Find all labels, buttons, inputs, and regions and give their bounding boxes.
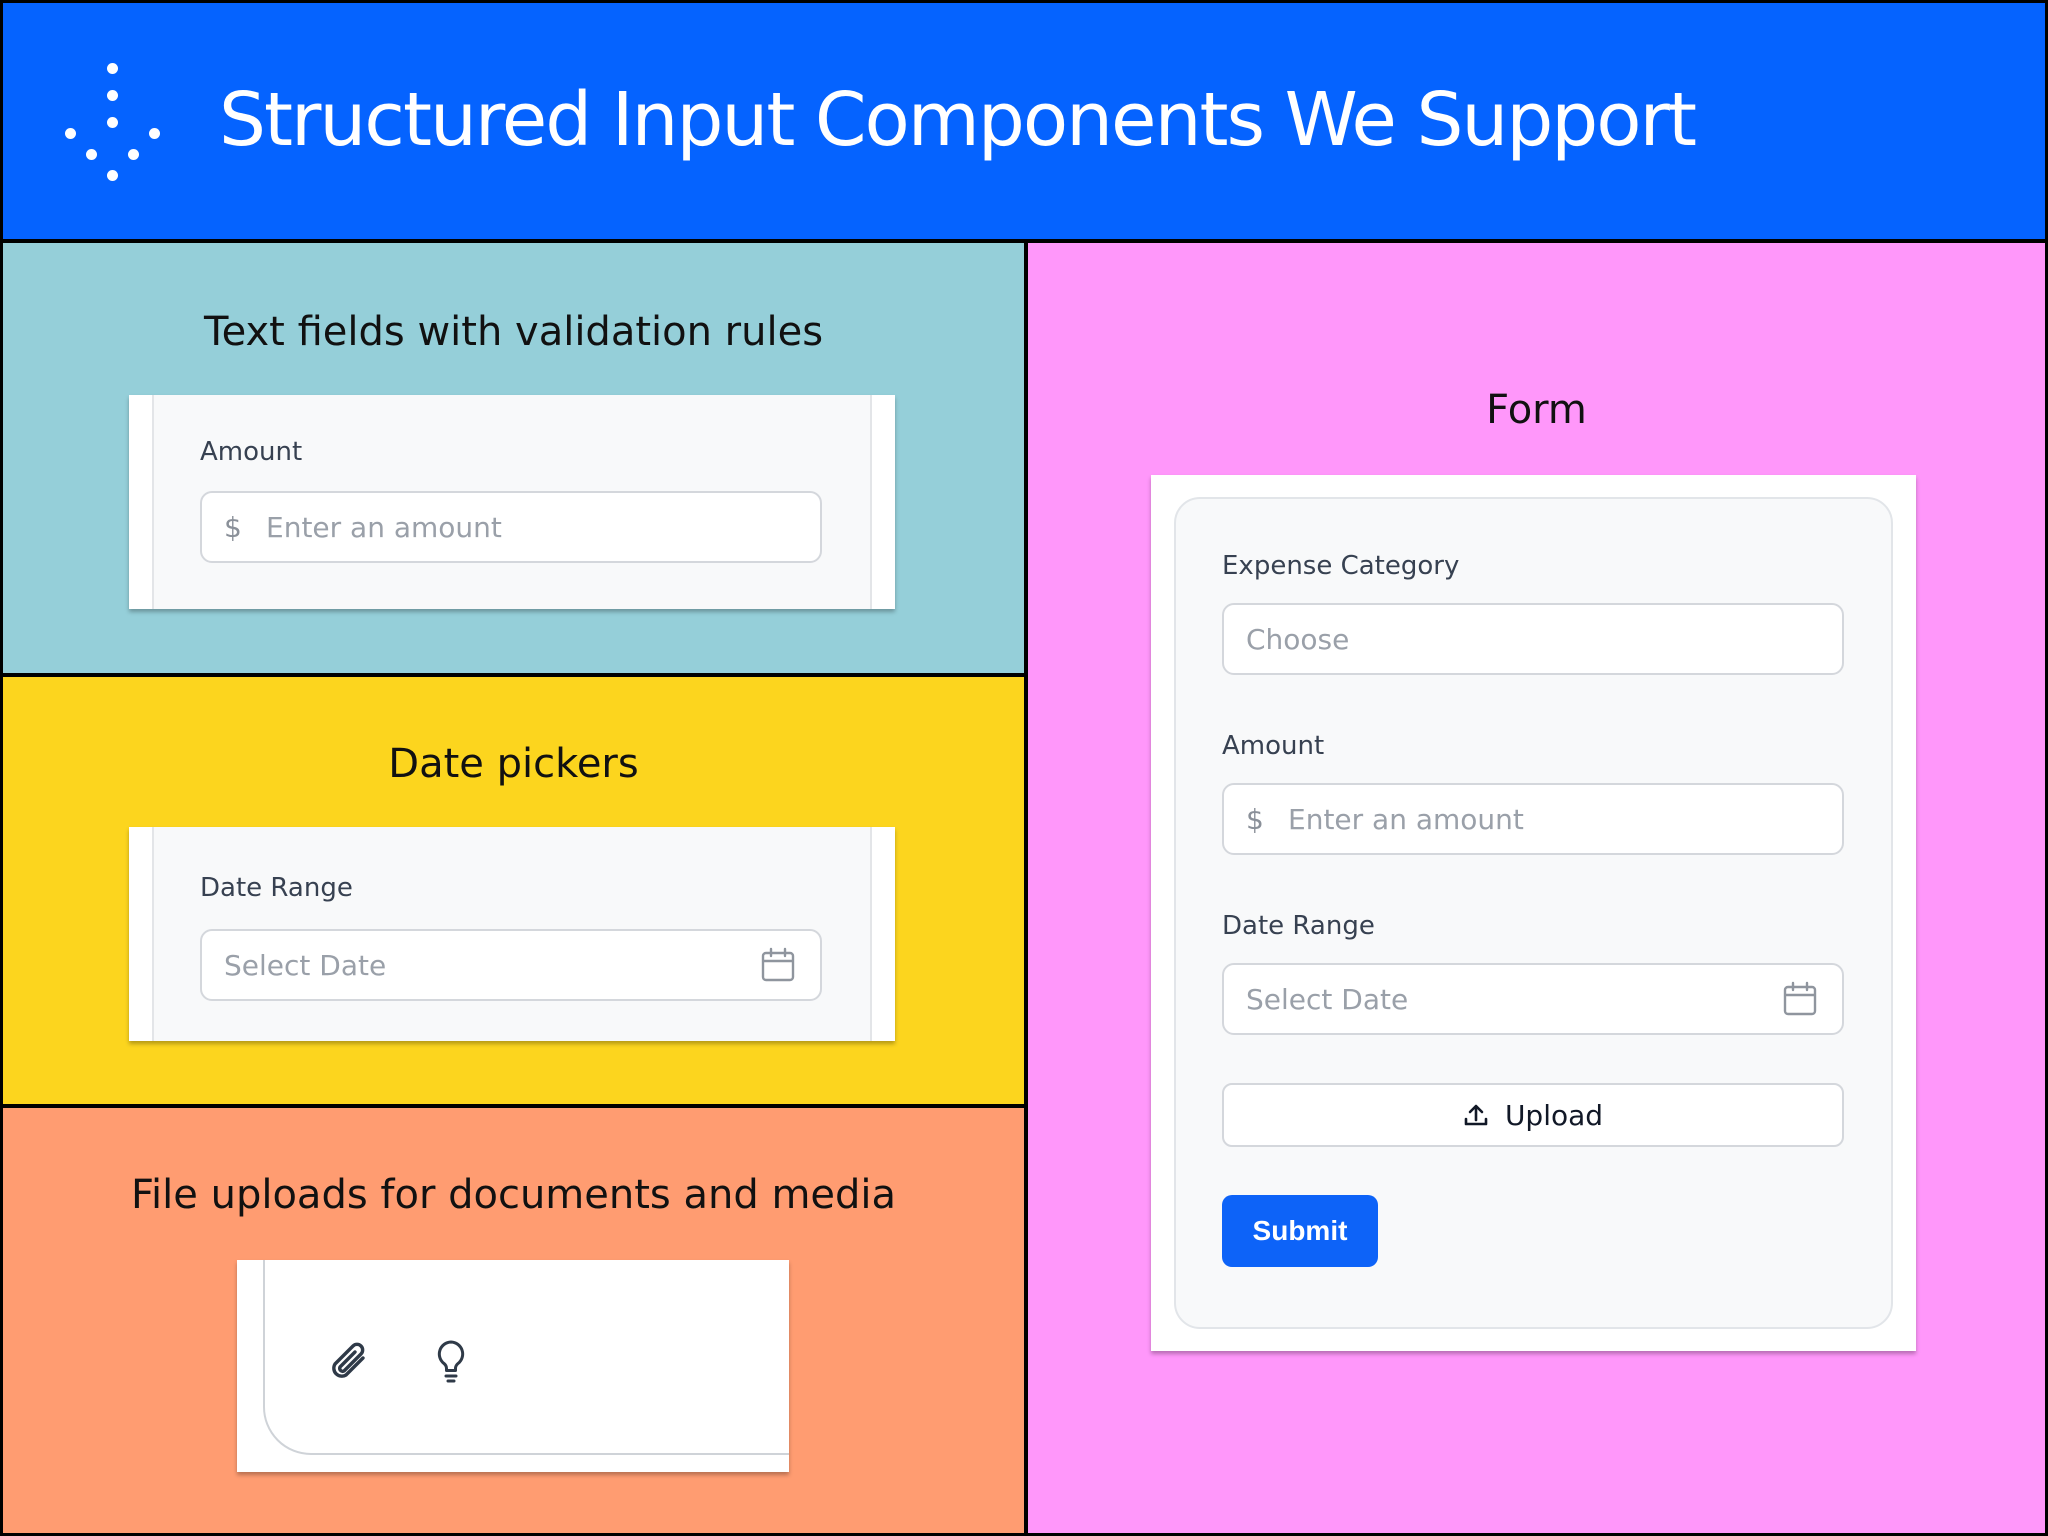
form-amount-label: Amount (1222, 731, 1325, 761)
expense-category-placeholder: Choose (1246, 622, 1350, 656)
dollar-prefix: $ (224, 510, 242, 544)
amount-field-card-body: Amount $ Enter an amount (152, 395, 872, 609)
submit-button[interactable]: Submit (1222, 1195, 1378, 1267)
date-placeholder: Select Date (224, 948, 387, 982)
file-uploads-panel: File uploads for documents and media (3, 1108, 1024, 1533)
upload-icon (1464, 1104, 1488, 1126)
expense-category-label: Expense Category (1222, 551, 1460, 581)
page-title: Structured Input Components We Support (219, 77, 1697, 163)
expense-category-select[interactable]: Choose (1222, 603, 1844, 675)
text-fields-panel: Text fields with validation rules Amount… (3, 243, 1024, 673)
paperclip-icon[interactable] (325, 1336, 373, 1388)
form-title: Form (1486, 387, 1587, 433)
file-upload-card (237, 1260, 789, 1472)
amount-field-card: Amount $ Enter an amount (129, 395, 895, 609)
calendar-icon[interactable] (760, 947, 796, 983)
composer-outline (263, 1260, 789, 1455)
form-body: Expense Category Choose Amount $ Enter a… (1174, 497, 1893, 1329)
amount-placeholder: Enter an amount (266, 510, 502, 544)
file-uploads-title: File uploads for documents and media (130, 1172, 897, 1218)
upload-button[interactable]: Upload (1222, 1083, 1844, 1147)
form-date-placeholder: Select Date (1246, 982, 1409, 1016)
upload-label: Upload (1504, 1098, 1604, 1132)
form-date-input[interactable]: Select Date (1222, 963, 1844, 1035)
header-banner: Structured Input Components We Support (3, 3, 2045, 239)
form-panel: Form Expense Category Choose Amount $ En… (1028, 243, 2045, 1533)
date-field-card: Date Range Select Date (129, 827, 895, 1041)
dotted-arrow-logo (63, 57, 163, 187)
amount-label: Amount (200, 437, 303, 467)
form-amount-placeholder: Enter an amount (1288, 802, 1524, 836)
date-field-card-body: Date Range Select Date (152, 827, 872, 1041)
lightbulb-icon[interactable] (427, 1336, 475, 1388)
date-range-label: Date Range (200, 873, 353, 903)
amount-input[interactable]: $ Enter an amount (200, 491, 822, 563)
date-pickers-panel: Date pickers Date Range Select Date (3, 677, 1024, 1104)
date-pickers-title: Date pickers (388, 741, 639, 787)
calendar-icon[interactable] (1782, 981, 1818, 1017)
date-input[interactable]: Select Date (200, 929, 822, 1001)
text-fields-title: Text fields with validation rules (203, 309, 824, 355)
form-date-range-label: Date Range (1222, 911, 1375, 941)
form-dollar-prefix: $ (1246, 802, 1264, 836)
form-card: Expense Category Choose Amount $ Enter a… (1151, 475, 1916, 1351)
form-amount-input[interactable]: $ Enter an amount (1222, 783, 1844, 855)
